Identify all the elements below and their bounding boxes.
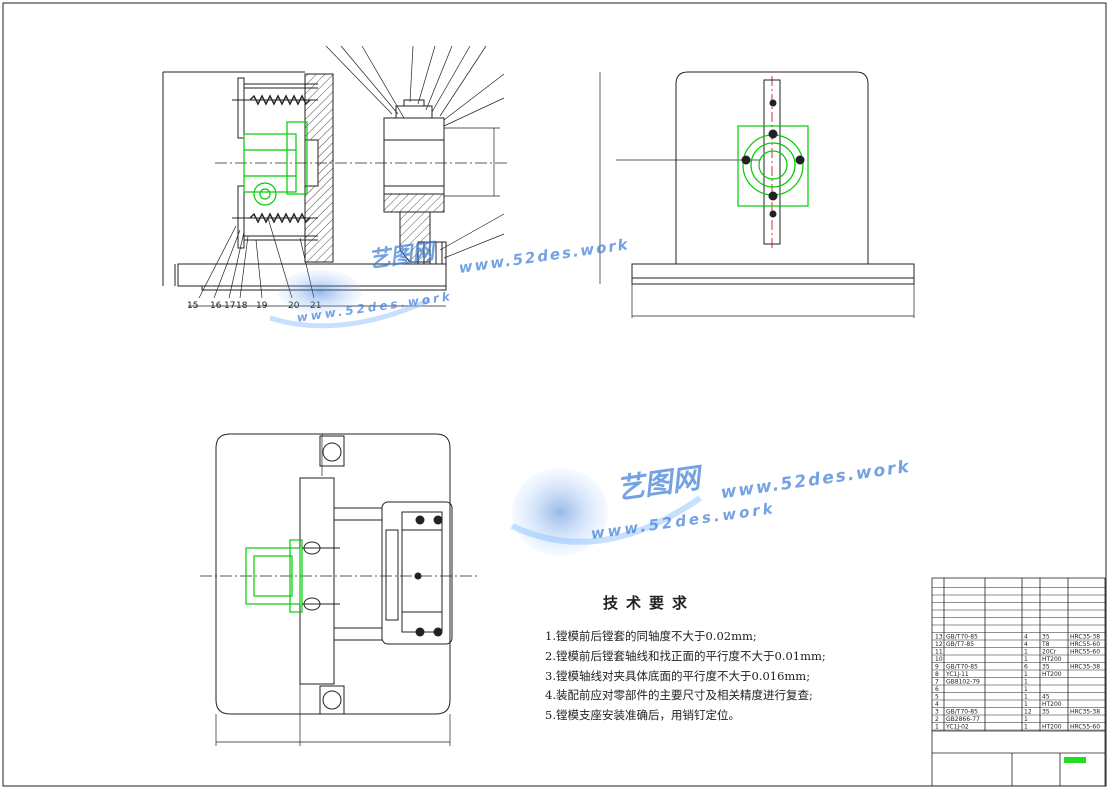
bom-cell-mat: 45 bbox=[1042, 694, 1050, 701]
bom-cell-note: HRC35-38 bbox=[1070, 634, 1100, 641]
bom-cell-qty: 4 bbox=[1024, 634, 1028, 641]
technical-requirements-list: 1.镗模前后镗套的同轴度不大于0.02mm; 2.镗模前后镗套轴线和找正面的平行… bbox=[545, 627, 875, 726]
bom-cell-note: HRC55-60 bbox=[1070, 641, 1100, 648]
bom-cell-mat: 35 bbox=[1042, 664, 1050, 671]
bom-cell-note: HRC35-38 bbox=[1070, 709, 1100, 716]
bom-cell-code: GB8102-79 bbox=[946, 679, 980, 686]
bom-cell-no: 2 bbox=[935, 716, 939, 723]
bom-cell-mat: T8 bbox=[1041, 641, 1050, 648]
bom-cell-no: 1 bbox=[935, 724, 939, 731]
bom-cell-no: 11 bbox=[935, 649, 943, 656]
bom-cell-qty: 1 bbox=[1024, 694, 1028, 701]
bom-cell-mat: HT200 bbox=[1042, 701, 1062, 708]
requirement-item-5: 5.镗模支座安装准确后，用销钉定位。 bbox=[545, 708, 740, 723]
technical-requirements-title: 技术要求 bbox=[603, 594, 696, 612]
bom-cell-no: 10 bbox=[935, 656, 943, 663]
bom-cell-code: YC1J-02 bbox=[945, 724, 969, 731]
requirement-item-3: 3.镗模轴线对夹具体底面的平行度不大于0.016mm; bbox=[545, 668, 811, 683]
top-view bbox=[200, 433, 480, 746]
bom-cell-no: 12 bbox=[935, 641, 943, 648]
requirement-item-1: 1.镗模前后镗套的同轴度不大于0.02mm; bbox=[545, 629, 757, 643]
bom-cell-qty: 12 bbox=[1024, 709, 1032, 716]
requirement-item-4: 4.装配前应对零部件的主要尺寸及相关精度进行复查; bbox=[545, 688, 813, 703]
bom-cell-no: 3 bbox=[935, 709, 939, 716]
bom-cell-code: YC1J-11 bbox=[945, 671, 969, 678]
bom-cell-code: GB2866-77 bbox=[946, 716, 980, 723]
bom-cell-note: HRC35-38 bbox=[1070, 664, 1100, 671]
bom-cell-mat: 20Cr bbox=[1042, 649, 1057, 656]
bom-cell-qty: 4 bbox=[1024, 641, 1028, 648]
technical-requirements: 技术要求 1.镗模前后镗套的同轴度不大于0.02mm; 2.镗模前后镗套轴线和找… bbox=[545, 592, 875, 726]
watermark-logo-1 bbox=[269, 270, 432, 329]
bom-cell-no: 9 bbox=[935, 664, 939, 671]
bom-cell-mat: 35 bbox=[1042, 634, 1050, 641]
bom-cell-no: 8 bbox=[935, 671, 939, 678]
bom-cell-qty: 1 bbox=[1024, 671, 1028, 678]
requirement-item-2: 2.镗模前后镗套轴线和找正面的平行度不大于0.01mm; bbox=[545, 648, 826, 663]
balloon-15: 15 bbox=[187, 301, 198, 311]
bom-cell-code: GB/T70-85 bbox=[946, 634, 978, 641]
bom-cell-qty: 1 bbox=[1024, 656, 1028, 663]
bom-cell-qty: 1 bbox=[1024, 716, 1028, 723]
bom-cell-qty: 1 bbox=[1024, 679, 1028, 686]
bom-cell-no: 6 bbox=[935, 686, 939, 693]
bom-cell-mat: 35 bbox=[1042, 709, 1050, 716]
bom-cell-mat: HT200 bbox=[1042, 724, 1062, 731]
bom-cell-code: GB/T7-85 bbox=[946, 641, 974, 648]
bom-cell-mat: HT200 bbox=[1042, 656, 1062, 663]
balloon-16: 16 bbox=[210, 301, 222, 311]
title-block bbox=[931, 577, 1106, 787]
watermark-logo-2 bbox=[510, 468, 702, 556]
bom-cell-no: 13 bbox=[935, 634, 943, 641]
bom-cell-qty: 1 bbox=[1024, 701, 1028, 708]
bom-cell-note: HRC55-60 bbox=[1070, 649, 1100, 656]
balloon-19: 19 bbox=[256, 301, 268, 311]
bom-cell-code: GB/T70-85 bbox=[946, 664, 978, 671]
bom-cell-qty: 1 bbox=[1024, 649, 1028, 656]
bom-cell-no: 4 bbox=[935, 701, 939, 708]
bom-cell-no: 7 bbox=[935, 679, 939, 686]
balloon-17: 17 bbox=[224, 301, 235, 311]
bom-cell-qty: 1 bbox=[1024, 686, 1028, 693]
balloon-18: 18 bbox=[236, 301, 248, 311]
bom-cell-qty: 6 bbox=[1024, 664, 1028, 671]
bom-cell-note: HRC55-60 bbox=[1070, 724, 1100, 731]
front-section-view bbox=[162, 45, 510, 307]
bom-cell-qty: 1 bbox=[1024, 724, 1028, 731]
side-view bbox=[599, 71, 915, 318]
bom-cell-code: GB/T70-85 bbox=[946, 709, 978, 716]
bom-cell-no: 5 bbox=[935, 694, 939, 701]
bom-cell-mat: HT200 bbox=[1042, 671, 1062, 678]
status-badge bbox=[1064, 757, 1086, 763]
